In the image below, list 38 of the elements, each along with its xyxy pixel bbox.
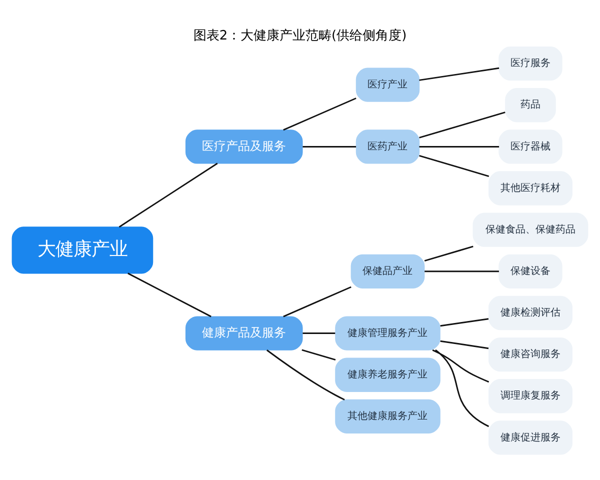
node-box: 医药产业	[356, 130, 420, 164]
connector	[419, 146, 500, 148]
connector	[128, 272, 212, 318]
node-box: 其他医疗耗材	[488, 171, 572, 206]
connector	[419, 155, 490, 177]
connector	[424, 246, 474, 262]
connector	[440, 340, 489, 350]
connector	[424, 270, 499, 272]
connector	[302, 349, 336, 361]
node-box: 调理康复服务	[488, 379, 572, 414]
connector	[118, 162, 218, 228]
connector	[302, 332, 336, 334]
node-box: 医疗产业	[356, 68, 420, 102]
node-box: 医疗服务	[498, 46, 562, 81]
node-box: 健康管理服务产业	[335, 316, 440, 350]
connector	[432, 349, 490, 383]
node-box: 保健食品、保健药品	[472, 212, 588, 247]
node-box: 其他健康服务产业	[335, 399, 440, 434]
node-box: 大健康产业	[12, 226, 154, 274]
node-box: 健康咨询服务	[488, 337, 572, 372]
node-box: 健康养老服务产业	[335, 358, 440, 392]
connector	[440, 318, 489, 327]
node-box: 医疗产品及服务	[185, 130, 303, 164]
connector	[419, 67, 500, 81]
connector	[283, 286, 352, 318]
connector	[266, 350, 345, 400]
node-box: 健康检测评估	[488, 296, 572, 330]
connector	[302, 146, 356, 148]
node-box: 保健设备	[498, 254, 562, 288]
connector	[283, 98, 356, 131]
node-box: 健康促进服务	[488, 420, 572, 455]
diagram-title: 图表2：大健康产业范畴(供给侧角度)	[193, 28, 407, 44]
connector	[419, 112, 506, 138]
node-box: 医疗器械	[498, 130, 562, 164]
node-box: 保健品产业	[350, 254, 425, 288]
node-box: 健康产品及服务	[185, 316, 303, 350]
node-box: 药品	[505, 88, 556, 122]
connector	[434, 349, 490, 428]
